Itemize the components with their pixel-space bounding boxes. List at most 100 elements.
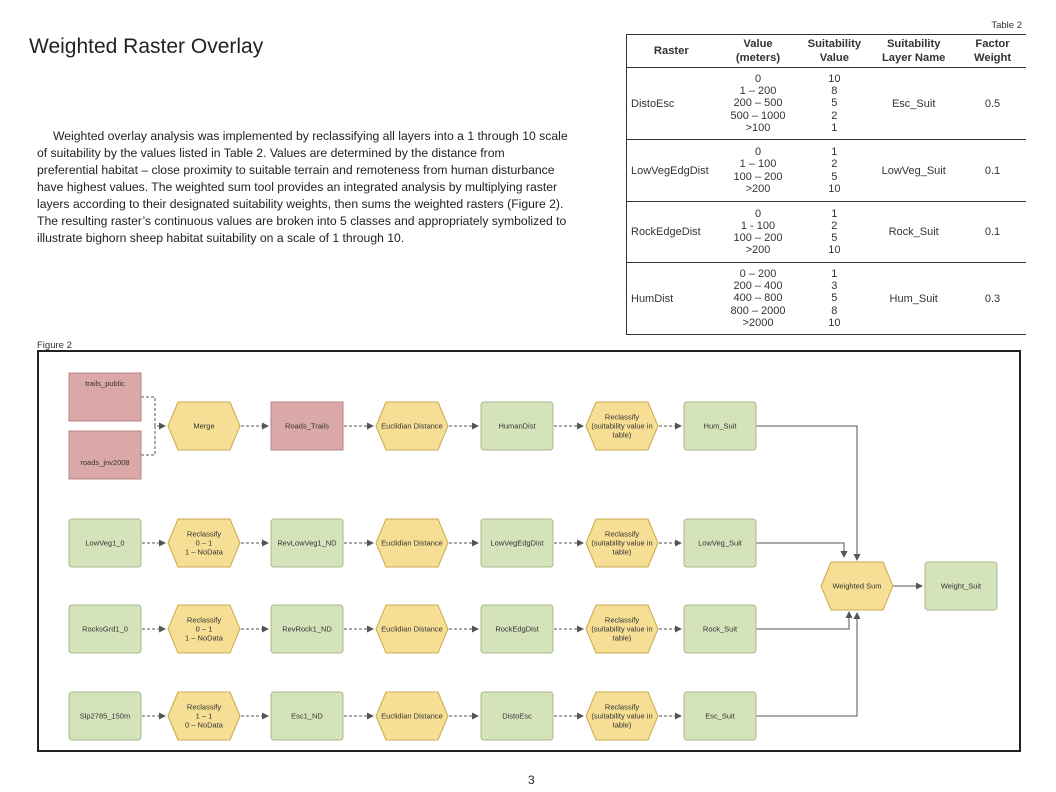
suitability-value: 1 (831, 121, 838, 134)
node-trails: trails_public (68, 372, 142, 422)
value-range: 0 (754, 207, 762, 220)
suitability-value: 1 (831, 207, 838, 220)
suitability-value: 8 (831, 304, 838, 317)
value-range: >200 (745, 244, 771, 257)
suitability-value: 2 (831, 109, 838, 122)
node-label: RevRock1_ND (282, 625, 332, 634)
value-range: 200 – 500 (733, 97, 783, 110)
node-lowvegedg: LowVegEdgDist (480, 518, 554, 568)
node-euc4: Euclidian Distance (375, 691, 449, 741)
suitability-value: 1 (831, 146, 838, 159)
figure-caption: Figure 2 (37, 340, 72, 351)
connector-arrow (756, 612, 861, 717)
node-label: Rock_Suit (703, 625, 738, 634)
body-paragraph: Weighted overlay analysis was implemente… (37, 129, 568, 245)
figure-frame (37, 350, 1021, 752)
node-label: Esc1_ND (291, 712, 323, 721)
value-range: >2000 (742, 316, 774, 329)
node-roads: roads_jnv2008 (68, 430, 142, 480)
connector-arrow (141, 426, 156, 456)
cell-weight: 0.3 (959, 262, 1026, 335)
node-label: LowVeg1_0 (85, 539, 124, 548)
node-rocksuit: Rock_Suit (683, 604, 757, 654)
suitability-value: 10 (828, 316, 841, 329)
table-caption: Table 2 (991, 20, 1022, 31)
page-number: 3 (528, 773, 535, 787)
cell-raster: DistoEsc (625, 67, 716, 140)
node-distoesc: DistoEsc (480, 691, 554, 741)
cell-layer: Rock_Suit (868, 201, 960, 263)
value-range: 1 - 100 (740, 219, 776, 232)
value-range: 200 – 400 (733, 280, 783, 293)
node-humsuit: Hum_Suit (683, 401, 757, 451)
suitability-value: 10 (828, 244, 841, 257)
node-roads-trails: Roads_Trails (270, 401, 344, 451)
connector-arrow (141, 396, 166, 430)
node-lowvegsuit: LowVeg_Suit (683, 518, 757, 568)
cell-layer: Hum_Suit (868, 262, 960, 335)
node-weight-suit: Weight_Suit (924, 561, 998, 611)
cell-weight: 0.1 (959, 139, 1026, 202)
connector-arrow (756, 542, 848, 558)
node-label: DistoEsc (502, 712, 532, 721)
cell-raster: RockEdgeDist (625, 201, 716, 263)
value-range: 1 – 100 (739, 158, 777, 171)
value-range: 100 – 200 (733, 170, 783, 183)
suitability-value: 10 (828, 182, 841, 195)
node-slp: Slp2785_150m (68, 691, 142, 741)
page-title: Weighted Raster Overlay (29, 35, 264, 58)
cell-layer: LowVeg_Suit (868, 139, 960, 202)
value-range: 0 (754, 146, 762, 159)
header-value: Value(meters) (715, 34, 801, 68)
node-label: Hum_Suit (704, 422, 738, 431)
node-label: LowVegEdgDist (491, 539, 545, 548)
value-range: >200 (745, 182, 771, 195)
node-label: Weighted Sum (832, 582, 881, 591)
node-label: Euclidian Distance (381, 625, 443, 634)
node-label: Euclidian Distance (381, 712, 443, 721)
cell-raster: HumDist (625, 262, 716, 335)
suitability-value: 5 (831, 232, 838, 244)
node-label: roads_jnv2008 (80, 458, 129, 467)
value-range: 800 – 2000 (730, 304, 786, 317)
node-humdist: HumanDist (480, 401, 554, 451)
suitability-value: 3 (831, 280, 838, 293)
value-range: 0 (754, 73, 762, 86)
suitability-value: 2 (831, 219, 838, 232)
node-rocks: RocksGrd1_0 (68, 604, 142, 654)
node-label: Weight_Suit (941, 582, 982, 591)
cell-raster: LowVegEdgDist (625, 139, 716, 202)
node-weighted-sum: Weighted Sum (820, 561, 894, 611)
node-revrock: RevRock1_ND (270, 604, 344, 654)
node-merge: Merge (167, 401, 241, 451)
node-label: LowVeg_Suit (698, 539, 743, 548)
node-label: Slp2785_150m (80, 712, 130, 721)
value-range: 100 – 200 (733, 232, 783, 244)
model-diagram: trails_public roads_jnv2008 Merge Roads_Tra… (68, 372, 998, 741)
header-raster: Raster (625, 34, 716, 68)
node-label: Euclidian Distance (381, 539, 443, 548)
node-euc3: Euclidian Distance (375, 604, 449, 654)
suitability-value: 2 (831, 158, 838, 171)
